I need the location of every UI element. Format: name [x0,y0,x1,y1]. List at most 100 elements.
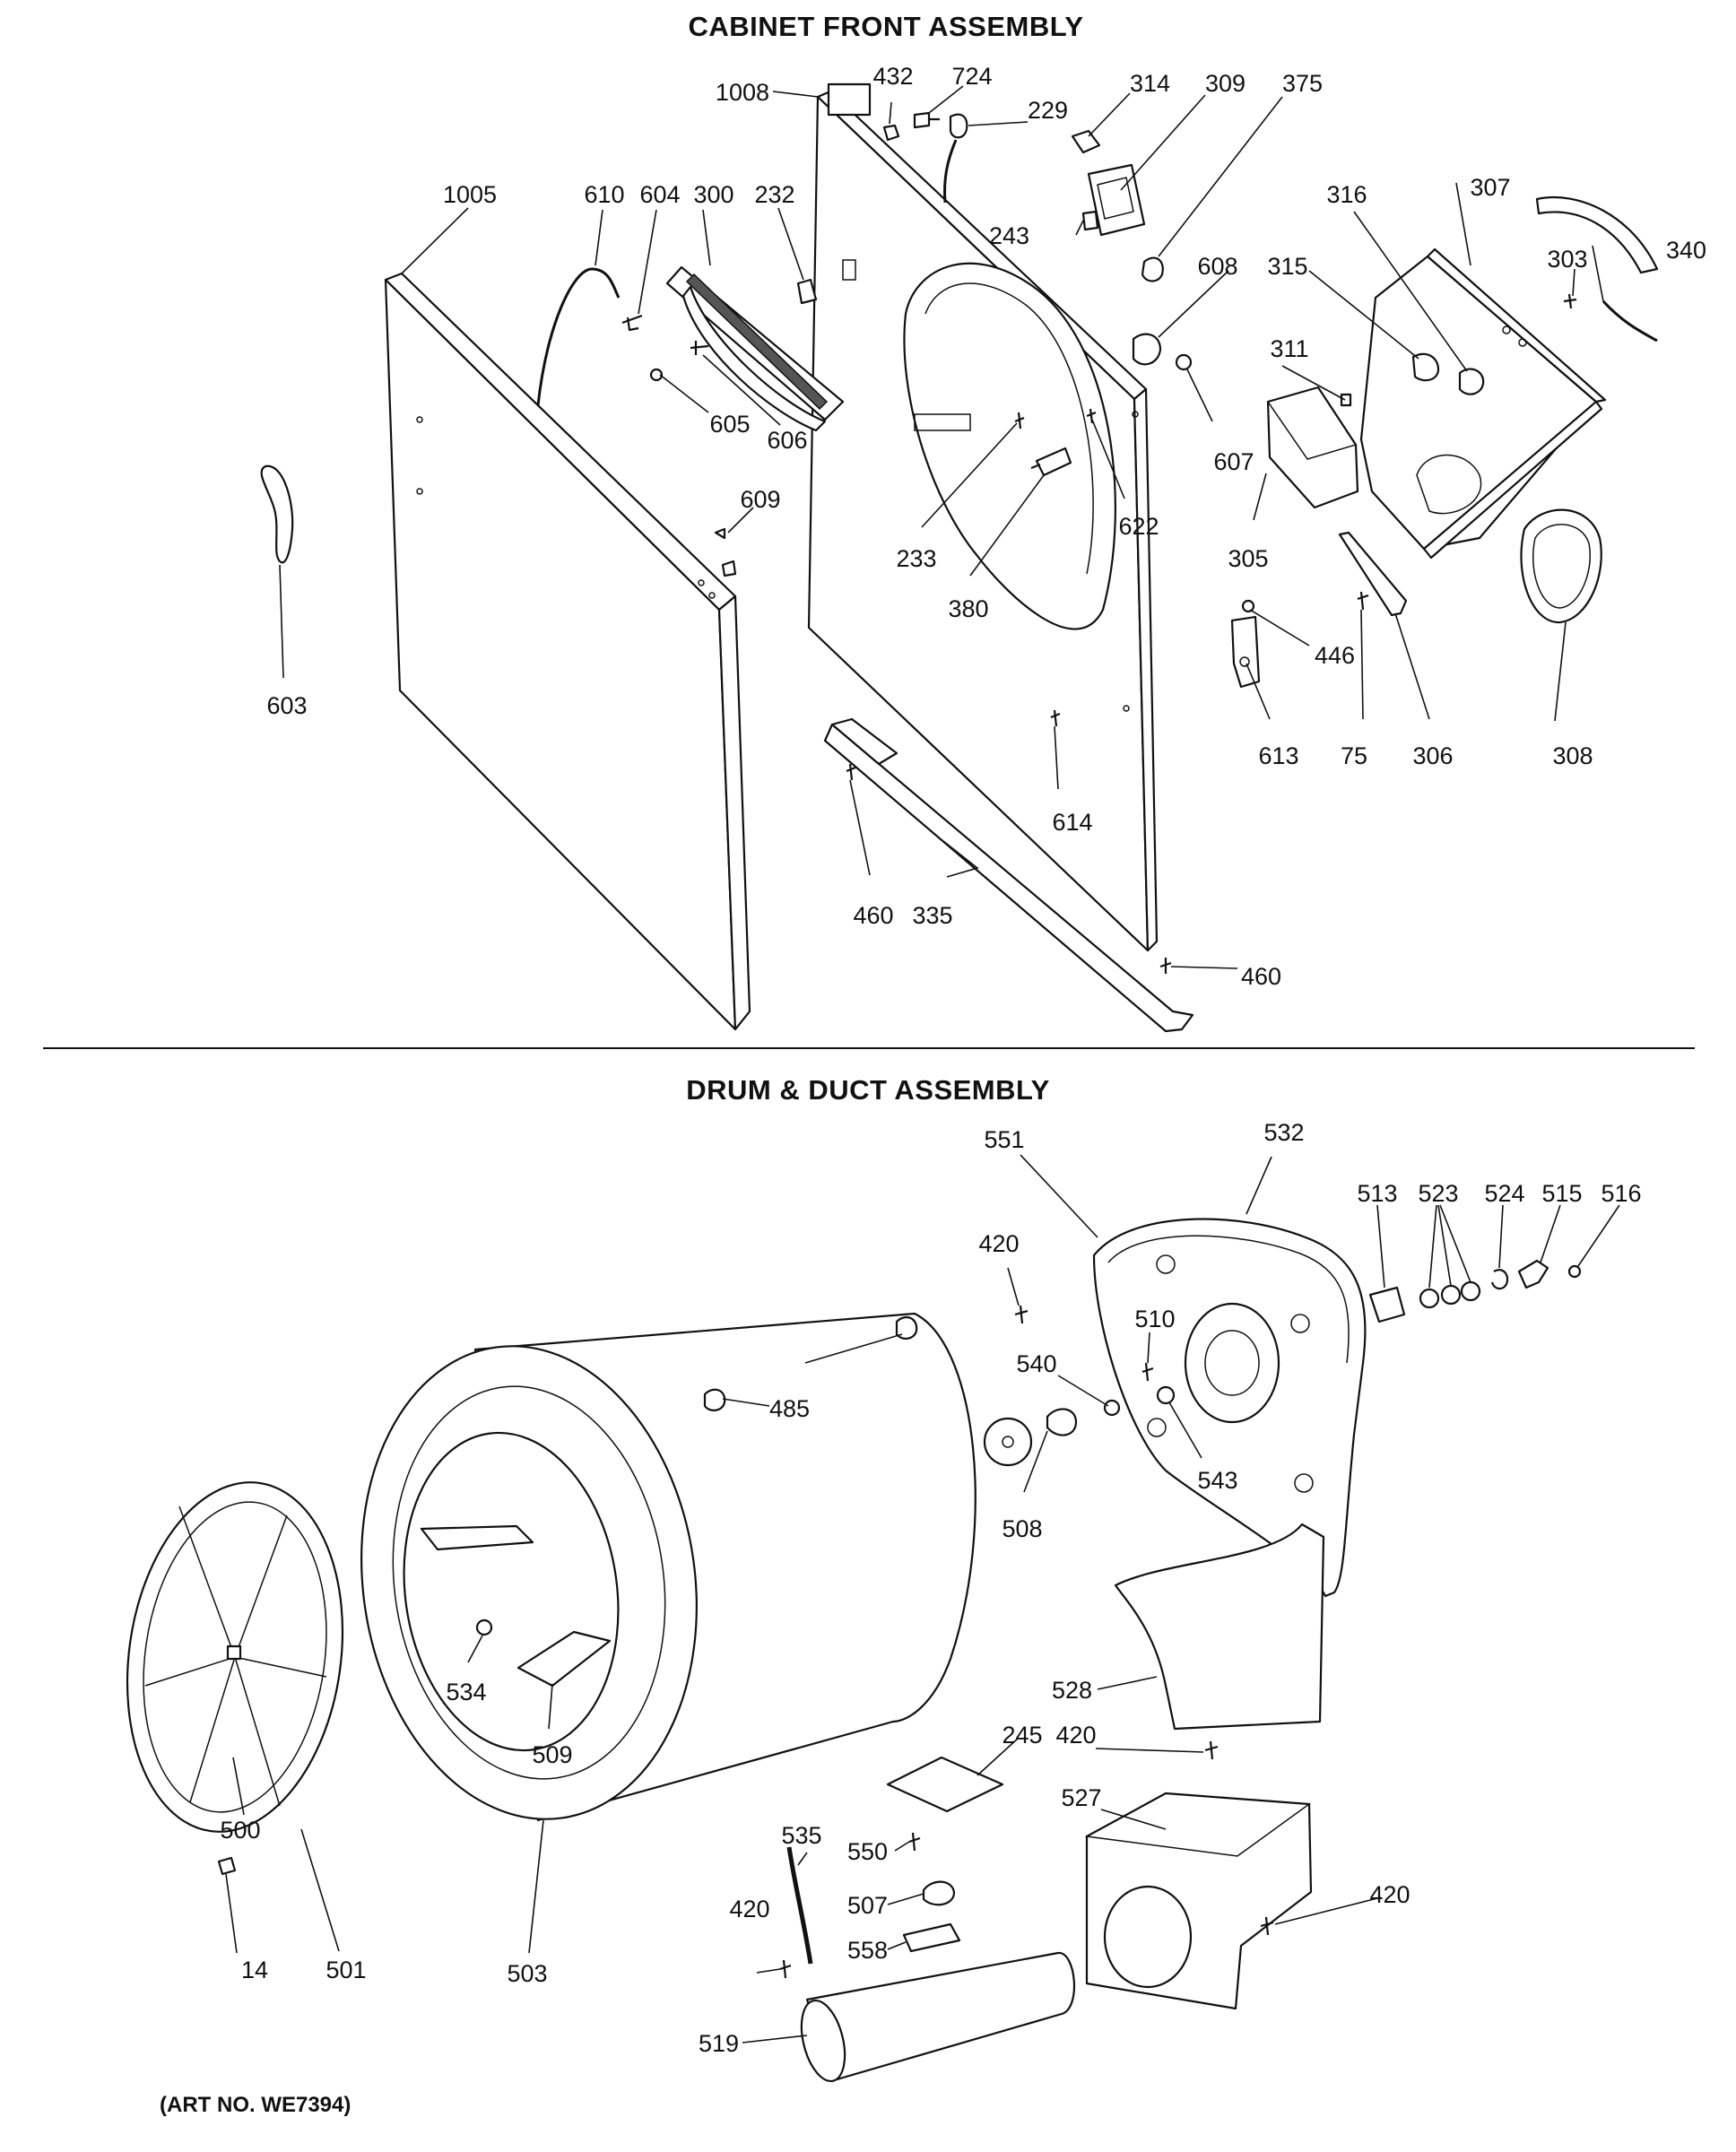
label-508: 508 [1002,1515,1042,1542]
screw-75 [1357,591,1369,611]
screw-420-b [1204,1740,1219,1760]
connector-229 [949,113,968,139]
label-232: 232 [754,181,794,208]
label-510: 510 [1134,1306,1175,1332]
label-375: 375 [1282,70,1323,97]
screw-420-d [779,1959,792,1979]
label-335: 335 [912,902,952,929]
label-305: 305 [1228,545,1268,572]
screw-420-a [1014,1305,1029,1324]
label-432: 432 [872,63,913,90]
label-420-b: 420 [1055,1722,1096,1748]
switch-380 [1030,447,1072,477]
drum-duct-assembly [126,1218,1582,2083]
label-14: 14 [241,1957,268,1983]
label-622: 622 [1118,513,1159,540]
label-501: 501 [326,1957,366,1983]
label-507: 507 [847,1892,888,1919]
label-420-a: 420 [978,1230,1019,1257]
label-316: 316 [1326,181,1367,208]
lint-filter-300 [665,265,845,432]
label-243: 243 [989,222,1029,249]
screw-606 [690,341,709,355]
label-308: 308 [1552,742,1593,769]
label-509: 509 [532,1741,572,1768]
label-551: 551 [984,1126,1024,1153]
switch-608 [1132,333,1162,366]
screw-233 [1014,412,1025,430]
heat-shield-245 [886,1756,1004,1813]
label-607: 607 [1213,448,1254,475]
clip-485-a [895,1315,918,1340]
label-516: 516 [1601,1180,1641,1207]
hinge-613 [1230,615,1261,689]
label-558: 558 [847,1937,888,1964]
label-540: 540 [1016,1350,1056,1377]
screw-614 [1050,709,1061,727]
label-485: 485 [769,1395,810,1422]
cabinet-section-title: CABINET FRONT ASSEMBLY [688,11,1084,42]
label-1008: 1008 [716,79,769,106]
washer-540 [1103,1399,1121,1417]
label-340: 340 [1666,237,1706,264]
drum-503 [360,1312,976,1822]
clip-485-b [703,1388,726,1411]
label-446: 446 [1315,642,1355,669]
cam-340 [1535,195,1659,274]
front-panel-1005 [384,272,751,1031]
duct-528 [1114,1523,1325,1731]
label-534: 534 [446,1679,486,1705]
screw-303 [1563,293,1577,309]
label-513: 513 [1357,1180,1397,1207]
heater-519 [800,1951,1076,2083]
screw-604 [621,314,643,332]
bearing-508-plate [983,1417,1033,1467]
section-divider [43,1047,1695,1049]
label-314: 314 [1130,70,1170,97]
clip-432 [882,124,900,142]
housing-307 [1359,247,1607,560]
thermostat-507 [922,1880,956,1906]
clip-515 [1517,1259,1549,1289]
bearing-housing-513 [1368,1286,1406,1323]
label-311: 311 [1270,335,1308,362]
cover-305 [1266,386,1359,509]
washer-605 [649,368,664,382]
bearing-508-shaft [1046,1408,1078,1436]
screw-622 [1086,408,1097,424]
screw-550 [908,1832,921,1852]
screw-510 [1141,1362,1154,1382]
label-606: 606 [767,427,807,454]
label-420-c: 420 [729,1896,769,1922]
label-460-b: 460 [1241,963,1281,990]
cabinet-front-assembly [260,82,1659,1033]
label-527: 527 [1061,1784,1101,1811]
label-307: 307 [1470,174,1510,201]
label-523: 523 [1418,1180,1458,1207]
ring-524 [1490,1269,1509,1290]
art-number: (ART NO. WE7394) [160,2093,352,2117]
label-503: 503 [507,1960,547,1987]
thermostat-315 [1411,352,1440,382]
label-500: 500 [220,1817,260,1844]
door-handle-603 [260,464,294,564]
callout-labels: 1008 432 724 229 314 309 375 1005 610 60… [220,63,1706,2057]
label-519: 519 [699,2030,739,2057]
label-1005: 1005 [443,181,497,208]
washer-523-b [1440,1284,1462,1306]
label-233: 233 [896,545,936,572]
bracket-558 [902,1922,961,1953]
bracket-306 [1338,531,1408,617]
label-380: 380 [948,595,988,622]
label-535: 535 [781,1822,821,1849]
label-300: 300 [693,181,733,208]
label-603: 603 [266,692,307,719]
label-532: 532 [1263,1119,1304,1146]
label-724: 724 [951,63,992,90]
label-608: 608 [1197,253,1237,280]
label-604: 604 [639,181,680,208]
label-306: 306 [1412,742,1453,769]
wire-harness-610 [536,267,621,406]
door-500 [126,1481,344,1833]
